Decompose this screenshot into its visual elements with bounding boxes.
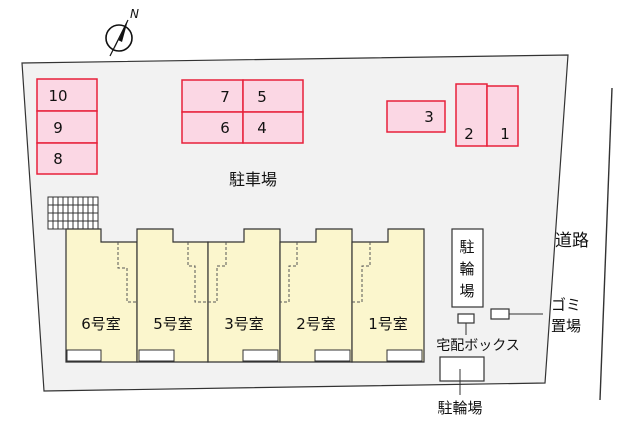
parking-space-5 <box>242 79 304 113</box>
unit-label: 2号室 <box>296 315 336 333</box>
parking-number: 5 <box>257 88 267 106</box>
parking-number: 4 <box>257 119 267 137</box>
north-arrow-icon: N <box>105 7 139 57</box>
parking-space-7 <box>181 79 244 113</box>
parking-space-9 <box>36 110 98 144</box>
garbage-area <box>490 308 510 320</box>
unit-label: 1号室 <box>368 315 408 333</box>
parking-number: 7 <box>220 88 230 106</box>
delivery-box <box>457 313 475 324</box>
parking-number: 2 <box>464 125 474 143</box>
delivery-box-label: 宅配ボックス <box>436 338 520 354</box>
unit-3-block <box>207 228 281 363</box>
parking-space-8 <box>36 142 98 175</box>
unit-label: 5号室 <box>153 315 193 333</box>
road-line <box>599 87 613 401</box>
unit-label: 3号室 <box>224 315 264 333</box>
parking-number: 10 <box>48 87 67 105</box>
parking-space-6 <box>181 111 244 144</box>
parking-number: 9 <box>53 119 63 137</box>
garbage-label-line1: ゴミ <box>551 296 581 314</box>
parking-space-1 <box>486 85 519 147</box>
bicycle-parking-char: 輪 <box>459 260 474 278</box>
unit-1-block <box>351 228 425 363</box>
entrance-steps <box>66 349 423 362</box>
bike-rack-icon <box>47 196 99 230</box>
interior-walls <box>117 242 371 303</box>
parking-number: 6 <box>220 119 230 137</box>
unit-5-block <box>136 228 209 363</box>
parking-number: 1 <box>500 125 510 143</box>
parking-number: 8 <box>53 150 63 168</box>
bicycle-parking-lower <box>439 356 485 382</box>
parking-spaces <box>36 78 519 175</box>
parking-space-10 <box>36 78 98 112</box>
north-label: N <box>130 7 139 21</box>
bicycle-parking-lower-label: 駐輪場 <box>437 399 482 417</box>
garbage-label-line2: 置場 <box>551 317 581 335</box>
bicycle-parking-char: 場 <box>459 282 474 300</box>
unit-2-block <box>279 228 353 363</box>
bicycle-parking-char: 駐 <box>459 238 474 256</box>
parking-space-4 <box>242 111 304 144</box>
unit-6-block <box>65 228 138 363</box>
parking-number: 3 <box>424 108 434 126</box>
parking-lot-label: 駐車場 <box>229 170 277 189</box>
unit-label: 6号室 <box>81 315 121 333</box>
bicycle-parking-box <box>451 228 484 308</box>
road-label: 道路 <box>555 231 589 251</box>
parking-space-3 <box>386 100 446 133</box>
